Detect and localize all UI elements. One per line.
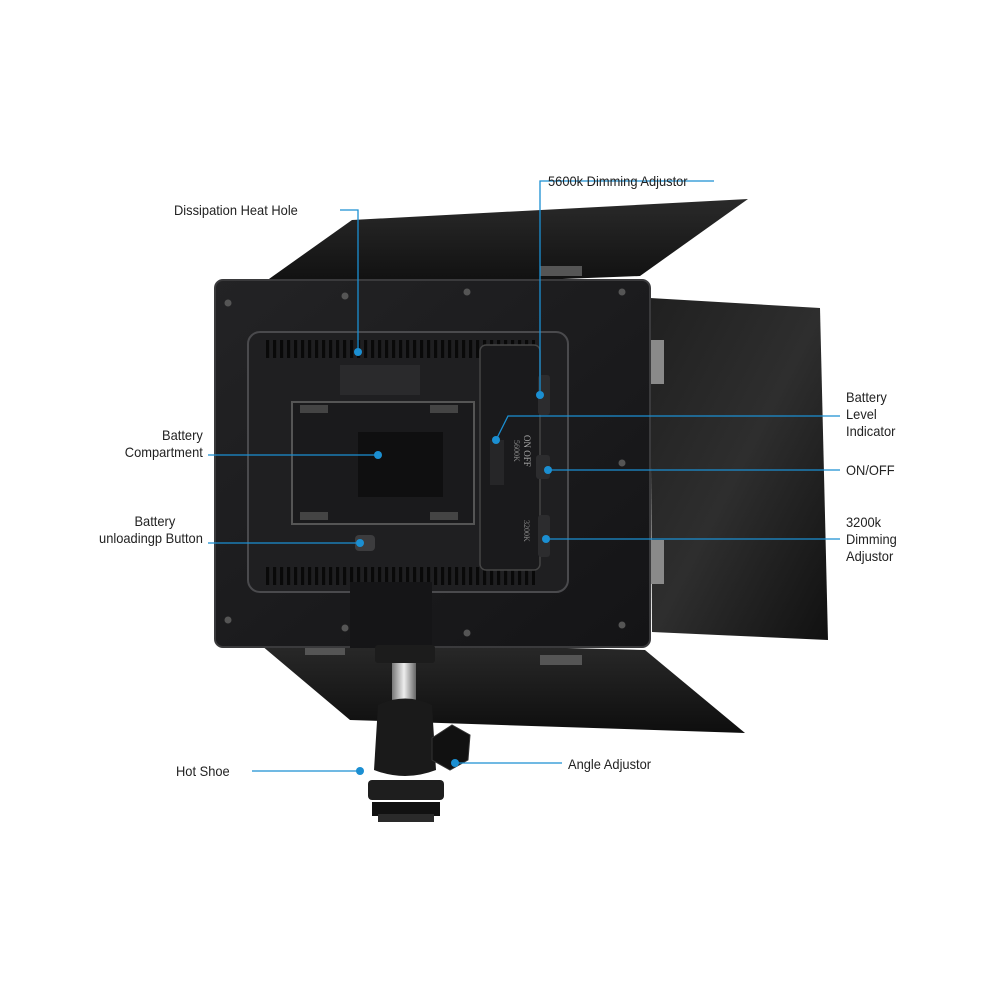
panel-screws xyxy=(224,288,626,637)
label-angle-adjustor: Angle Adjustor xyxy=(568,756,652,772)
label-battery-unloading-button: Battery unloadingp Button xyxy=(99,513,203,546)
battery-compartment xyxy=(291,401,475,525)
right-barn-door xyxy=(650,298,828,640)
label-battery-level-indicator: Battery Level Indicator xyxy=(846,389,896,439)
dissipation-heat-hole-bottom xyxy=(265,567,535,585)
hot-shoe-foot xyxy=(378,814,434,822)
top-barn-door xyxy=(252,199,748,291)
angle-adjustor-knob xyxy=(431,724,471,771)
ball-head-top xyxy=(375,645,435,663)
ball-head-stem xyxy=(392,663,416,703)
dissipation-heat-hole-top xyxy=(265,340,535,358)
label-hot-shoe: Hot Shoe xyxy=(176,763,230,779)
label-dissipation-heat-hole: Dissipation Heat Hole xyxy=(174,202,298,218)
label-3200k-dimming-adjustor: 3200k Dimming Adjustor xyxy=(846,514,897,564)
battery-clips xyxy=(300,405,458,520)
device-text-on-off: ON OFF xyxy=(522,435,532,467)
hot-shoe-collar xyxy=(368,780,444,800)
mount-block xyxy=(350,582,432,648)
ball-head-body xyxy=(374,698,436,776)
bottom-hinge xyxy=(540,655,582,665)
top-hinge xyxy=(540,266,582,276)
battery-contact-pad xyxy=(358,432,443,497)
label-5600k-dimming-adjustor: 5600k Dimming Adjustor xyxy=(548,173,688,189)
device-text-5600k: 5600K xyxy=(512,440,521,462)
callout-dots xyxy=(354,348,552,775)
bottom-barn-door xyxy=(255,640,745,733)
label-sticker xyxy=(340,365,420,395)
label-battery-compartment: Battery Compartment xyxy=(124,427,203,460)
battery-level-leds xyxy=(490,440,504,485)
bottom-hinge xyxy=(305,645,345,655)
device-text-3200k: 3200K xyxy=(522,520,531,542)
callout-lines xyxy=(208,180,840,772)
hot-shoe-plate xyxy=(372,802,440,816)
label-on-off: ON/OFF xyxy=(846,462,895,478)
